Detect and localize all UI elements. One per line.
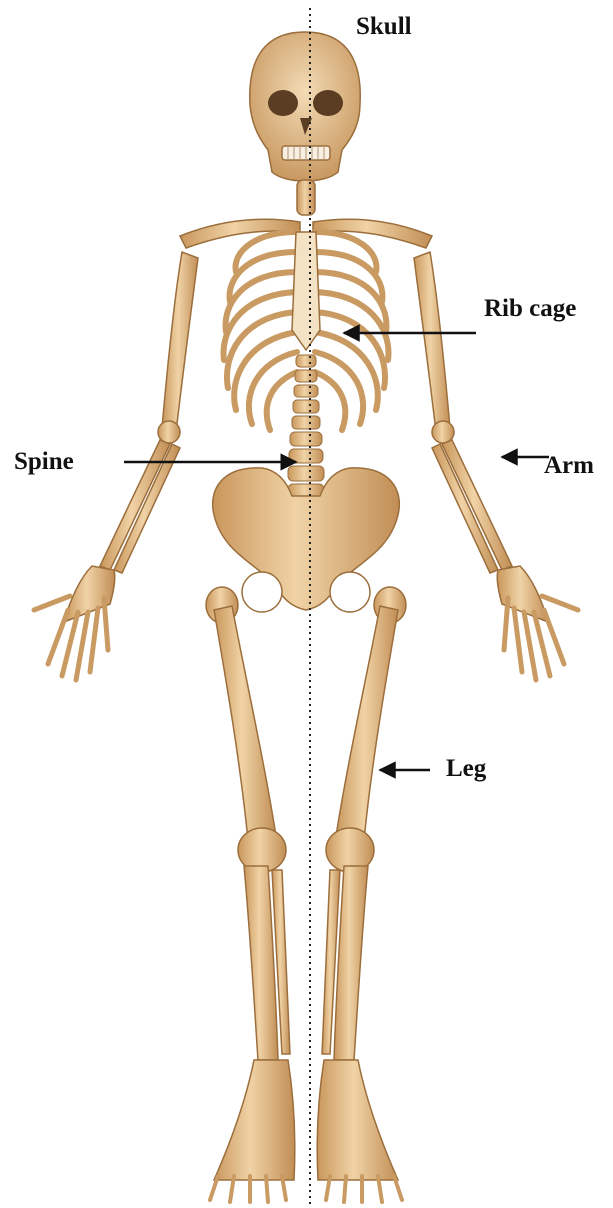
right-leg-bones bbox=[317, 587, 406, 1202]
skeleton-illustration bbox=[34, 32, 578, 1202]
skull-bone bbox=[250, 32, 360, 181]
label-spine: Spine bbox=[14, 448, 74, 475]
left-leg-bones bbox=[206, 587, 295, 1202]
label-skull: Skull bbox=[356, 13, 412, 40]
label-arm: Arm bbox=[544, 452, 594, 479]
label-rib-cage: Rib cage bbox=[484, 295, 576, 322]
label-leg: Leg bbox=[446, 755, 487, 782]
